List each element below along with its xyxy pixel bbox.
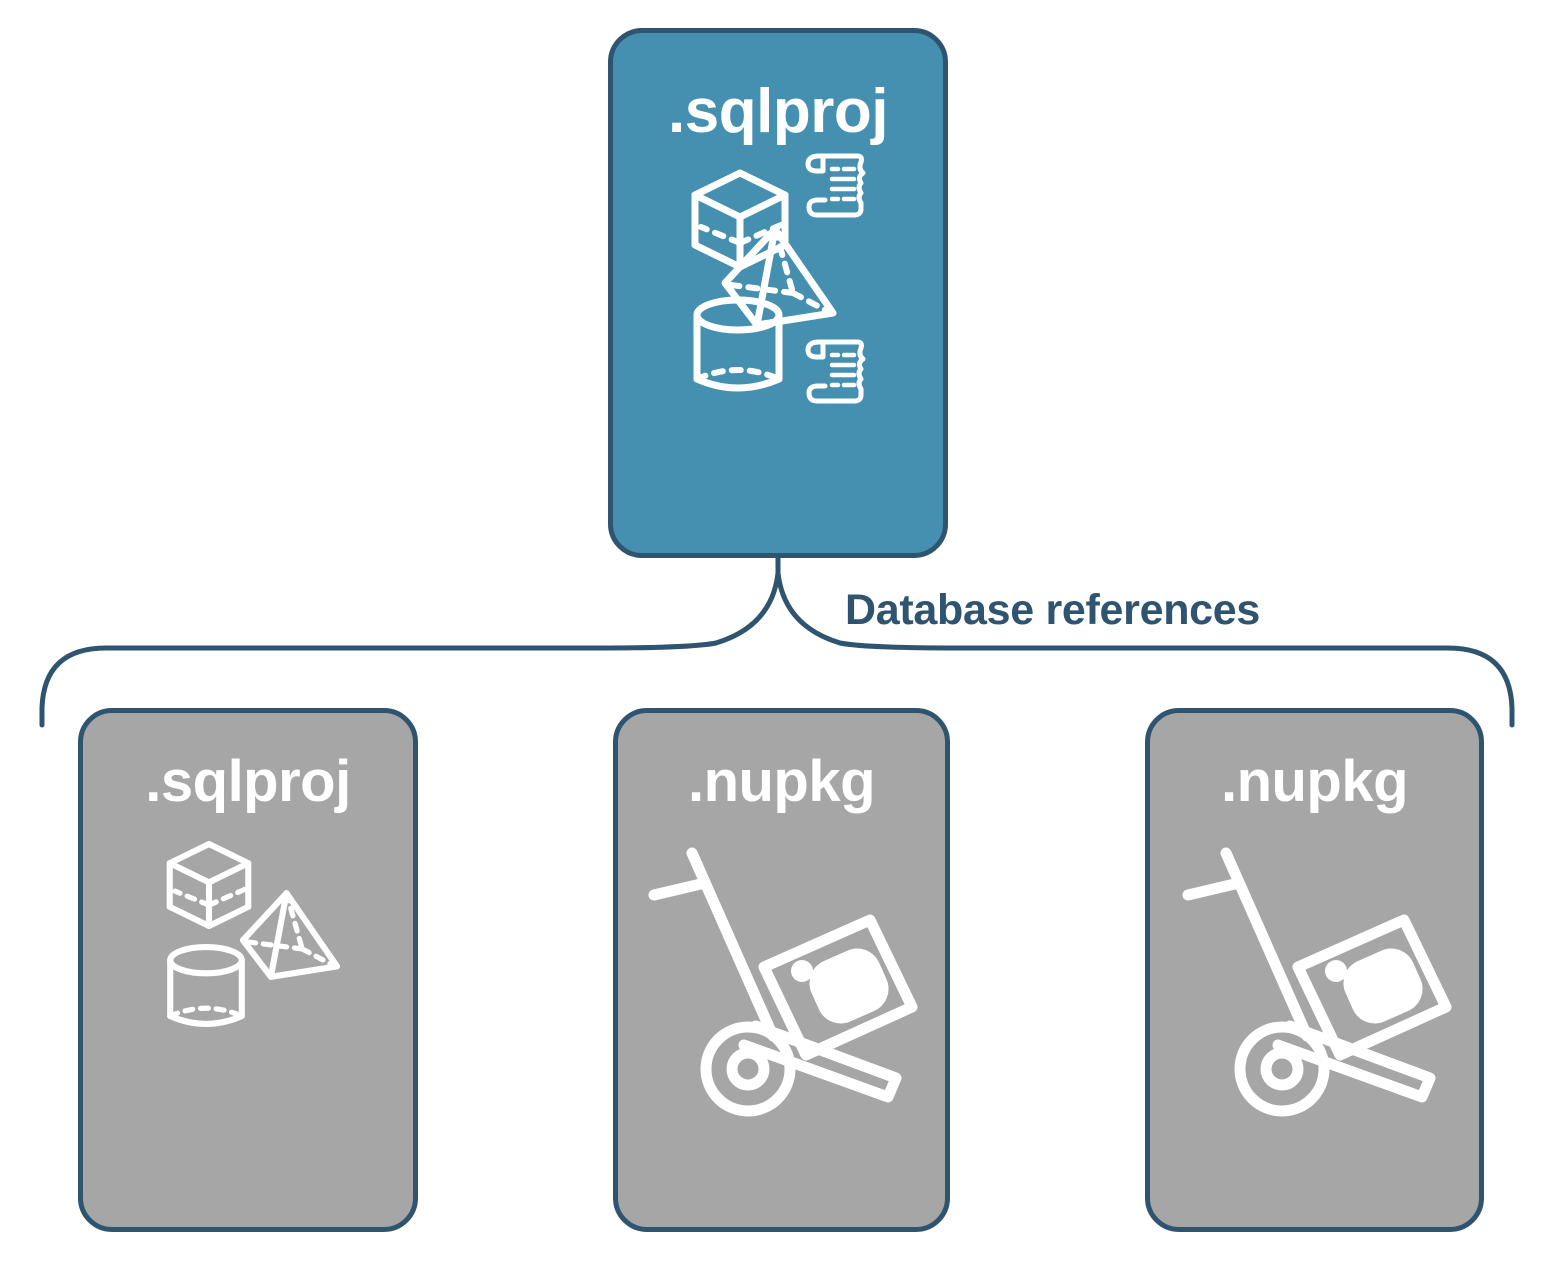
- nuget-package-dolly-icon: [1182, 847, 1452, 1117]
- sqlproj-project-icon-group: [613, 143, 943, 553]
- cylinder-icon: [167, 944, 245, 1027]
- reference-card-nupkg-2-title: .nupkg: [1220, 749, 1409, 814]
- reference-card-nupkg-2[interactable]: .nupkg: [1145, 708, 1484, 1232]
- reference-card-sqlproj-icon-group: [83, 811, 413, 1227]
- cube-icon: [166, 840, 252, 930]
- reference-card-nupkg-1[interactable]: .nupkg: [613, 708, 950, 1232]
- reference-card-nupkg-1-title: .nupkg: [687, 749, 876, 814]
- script-scroll-icon: [805, 339, 866, 404]
- script-scroll-icon: [805, 153, 866, 218]
- cylinder-icon: [693, 296, 783, 392]
- reference-card-sqlproj-title: .sqlproj: [145, 749, 351, 814]
- sqlproj-project-card[interactable]: .sqlproj: [608, 28, 948, 558]
- reference-card-sqlproj[interactable]: .sqlproj: [78, 708, 418, 1232]
- nuget-package-dolly-icon: [648, 847, 918, 1117]
- database-references-label: Database references: [845, 586, 1260, 634]
- sqlproj-project-card-title: .sqlproj: [668, 77, 888, 146]
- reference-card-nupkg-2-icon-group: [1150, 811, 1479, 1227]
- reference-card-nupkg-1-icon-group: [618, 811, 945, 1227]
- pyramid-icon: [239, 890, 341, 980]
